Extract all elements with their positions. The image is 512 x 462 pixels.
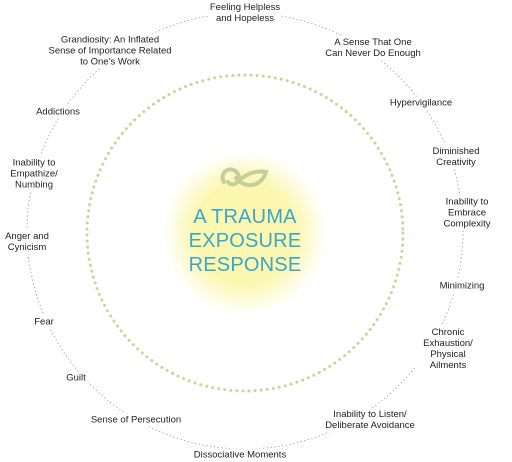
label-minimizing: Minimizing (437, 279, 487, 293)
label-addictions: Addictions (34, 105, 82, 119)
label-dissociative-moments: Dissociative Moments (191, 448, 289, 462)
leaf-swirl-icon (220, 167, 269, 188)
dotted-ring (85, 73, 405, 393)
label-inability-embrace-complexity: Inability to Embrace Complexity (441, 195, 493, 231)
label-fear: Fear (32, 315, 56, 329)
center-glow (163, 151, 327, 315)
label-inability-to-listen: Inability to Listen/ Deliberate Avoidanc… (323, 408, 417, 432)
label-anger-cynicism: Anger and Cynicism (3, 230, 51, 254)
center-title-line-3: RESPONSE (188, 254, 302, 276)
label-guilt: Guilt (64, 371, 88, 385)
center-title: A TRAUMA EXPOSURE RESPONSE (189, 205, 302, 277)
label-inability-to-empathize: Inability to Empathize/ Numbing (8, 156, 60, 192)
label-grandiosity: Grandiosity: An Inflated Sense of Import… (46, 33, 174, 69)
label-chronic-exhaustion: Chronic Exhaustion/ Physical Ailments (416, 326, 480, 372)
center-title-line-1: A TRAUMA (193, 206, 297, 228)
label-sense-of-persecution: Sense of Persecution (88, 413, 184, 427)
label-never-do-enough: A Sense That One Can Never Do Enough (323, 36, 423, 60)
center-title-line-2: EXPOSURE (188, 230, 302, 252)
label-hypervigilance: Hypervigilance (387, 96, 455, 110)
label-diminished-creativity: Diminished Creativity (428, 145, 484, 169)
label-feeling-helpless: Feeling Helpless and Hopeless (207, 1, 283, 25)
